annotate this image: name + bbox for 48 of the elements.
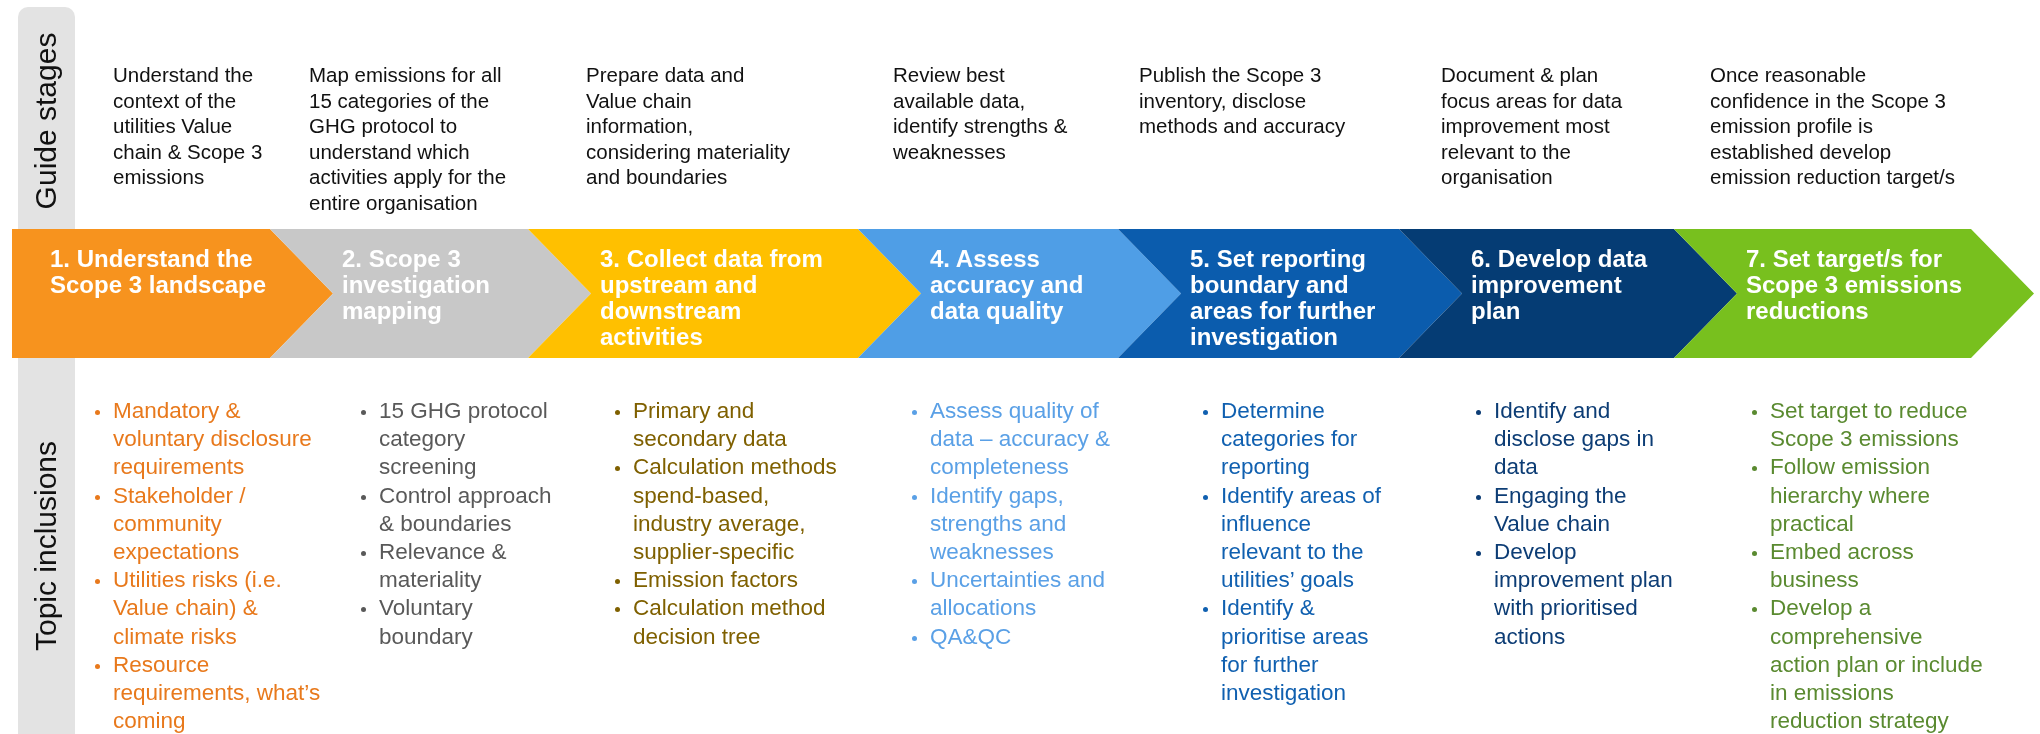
bullet-item: Utilities risks (i.e. Value chain) & climate risks: [93, 566, 328, 651]
bullet-item: Calculation method decision tree: [613, 594, 843, 651]
bullet-item: Identify areas of influence relevant to the utilities’ goals: [1201, 481, 1395, 595]
stage-description: Once reasonable confidence in the Scope 3 emission profile is established develop emission reduction target/s: [1710, 62, 1956, 190]
stage-description: Map emissions for all 15 categories of the GHG protocol to understand which activities apply for the entire organisation: [309, 62, 508, 215]
bullet-item: Identify gaps, strengths and weaknesses: [910, 481, 1122, 567]
process-step: [1674, 229, 2034, 358]
bullet-item: Voluntary boundary: [359, 594, 564, 651]
process-step: [1399, 229, 1737, 358]
stage-description: Publish the Scope 3 inventory, disclose methods and accuracy: [1139, 62, 1347, 139]
stage-title: 3. Collect data from upstream and downstream activities: [600, 246, 824, 350]
bullet-item: Follow emission hierarchy where practical: [1750, 453, 1986, 538]
bullet-item: Develop improvement plan with prioritised actions: [1474, 538, 1686, 651]
stage-description: Review best available data, identify strengths & weaknesses: [893, 62, 1069, 164]
stage-title: 7. Set target/s for Scope 3 emissions reductions: [1746, 246, 1964, 324]
bullet-item: Assess quality of data – accuracy & completeness: [910, 397, 1122, 482]
stage-title: 5. Set reporting boundary and areas for further investigation: [1190, 246, 1377, 350]
band-label: Guide stages: [29, 32, 63, 210]
bullet-item: Embed across business: [1750, 538, 1986, 595]
bullet-item: Develop a comprehensive action plan or include in emissions reduction strategy: [1750, 594, 1986, 734]
bullet-item: Set target to reduce Scope 3 emissions: [1750, 397, 1986, 454]
stage-title: 1. Understand the Scope 3 landscape: [50, 246, 268, 298]
bullet-item: Engaging the Value chain: [1474, 481, 1686, 538]
process-step: [858, 229, 1181, 358]
bullet-item: Control approach & boundaries: [359, 481, 564, 538]
process-step: [528, 229, 921, 358]
bullet-item: Identify & prioritise areas for further investigation: [1201, 594, 1395, 708]
bullet-item: Uncertainties and allocations: [910, 566, 1122, 623]
bullet-item: Primary and secondary data: [613, 397, 843, 454]
stage-title: 6. Develop data improvement plan: [1471, 246, 1649, 324]
side-band: [18, 7, 75, 229]
stage-description: Prepare data and Value chain information, considering materiality and boundaries: [586, 62, 791, 190]
bullet-item: Relevance & materiality: [359, 538, 564, 595]
band-label: Topic inclusions: [29, 440, 63, 652]
bullet-item: Identify and disclose gaps in data: [1474, 397, 1686, 482]
bullet-item: Stakeholder / community expectations: [93, 481, 328, 567]
bullet-item: Emission factors: [613, 566, 843, 595]
bullet-item: Resource requirements, what’s coming: [93, 650, 328, 734]
stage-title: 4. Assess accuracy and data quality: [930, 246, 1085, 324]
stage-description: Document & plan focus areas for data improvement most relevant to the organisation: [1441, 62, 1624, 190]
bullet-item: Mandatory & voluntary disclosure requirements: [93, 397, 328, 482]
bullet-item: 15 GHG protocol category screening: [359, 397, 564, 482]
side-band: [18, 358, 75, 734]
stage-description: Understand the context of the utilities Value chain & Scope 3 emissions: [113, 62, 264, 190]
process-step: [270, 229, 591, 358]
bullet-item: QA&QC: [910, 622, 1122, 651]
bullet-item: Determine categories for reporting: [1201, 397, 1395, 482]
bullet-item: Calculation methods spend-based, industry average, supplier-specific: [613, 453, 843, 567]
